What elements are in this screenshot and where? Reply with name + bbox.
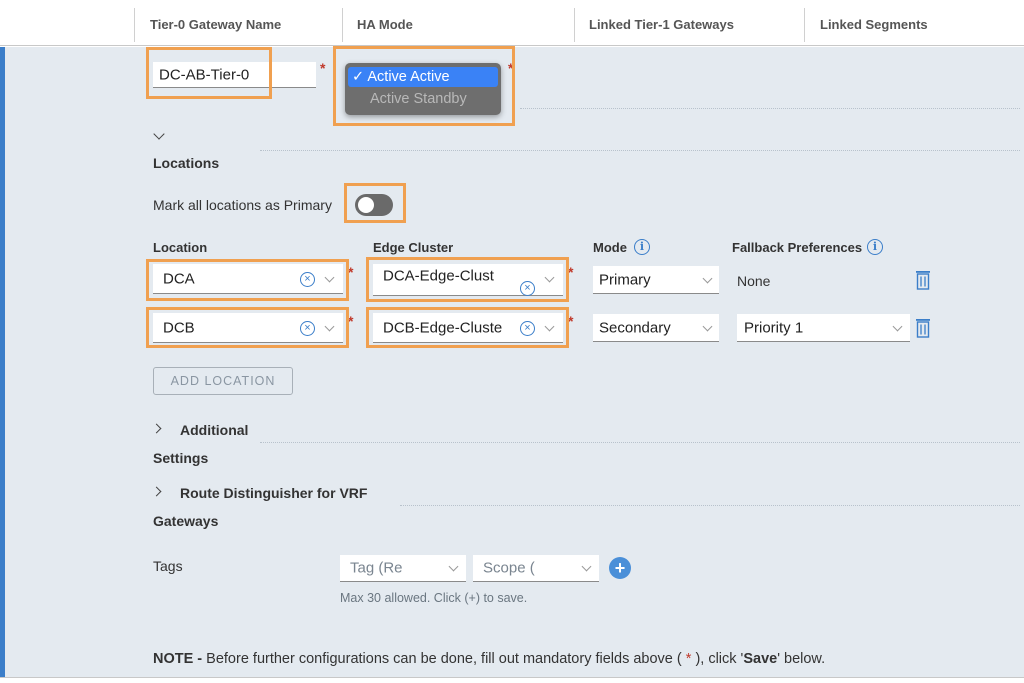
column-header-tier1[interactable]: Linked Tier-1 Gateways: [589, 17, 734, 32]
divider: [260, 150, 1020, 151]
location-value: DCB: [163, 319, 195, 336]
location-column-label: Location: [153, 240, 208, 255]
required-marker: *: [348, 264, 354, 280]
toggle-knob: [358, 197, 374, 213]
chevron-down-icon[interactable]: [448, 561, 459, 572]
column-header-segments[interactable]: Linked Segments: [820, 17, 928, 32]
check-icon: ✓: [352, 69, 368, 85]
highlight-box: [344, 183, 406, 223]
additional-settings-line2[interactable]: Settings: [153, 450, 209, 466]
add-location-button[interactable]: ADD LOCATION: [153, 367, 293, 395]
gateway-name-value: DC-AB-Tier-0: [159, 66, 250, 83]
fallback-select-dcb[interactable]: Priority 1: [737, 314, 910, 342]
route-distinguisher-line2[interactable]: Gateways: [153, 513, 219, 529]
tag-input[interactable]: Tag (Re: [340, 555, 466, 582]
additional-settings-line1[interactable]: Additional: [180, 422, 249, 438]
edge-cluster-select-dca[interactable]: DCA-Edge-Clust ×: [373, 264, 563, 296]
edge-cluster-value: DCA-Edge-Clust: [383, 267, 494, 285]
clear-icon[interactable]: ×: [300, 272, 315, 287]
tags-hint: Max 30 allowed. Click (+) to save.: [340, 591, 528, 605]
highlight-box: [366, 307, 569, 348]
divider: [520, 108, 1020, 109]
mode-column-label: Mode: [593, 240, 627, 255]
ha-mode-dropdown[interactable]: ✓ Active Active Active Standby: [345, 63, 501, 115]
highlight-box: [366, 257, 569, 302]
column-divider: [574, 8, 575, 42]
column-divider: [342, 8, 343, 42]
mandatory-note: NOTE - Before further configurations can…: [153, 651, 826, 667]
highlight-box: [146, 47, 272, 99]
location-value: DCA: [163, 270, 195, 287]
locations-title: Locations: [153, 155, 220, 171]
ha-option-active-standby[interactable]: Active Standby: [370, 91, 467, 107]
tag-placeholder: Tag (Re: [350, 559, 403, 577]
highlight-box: [146, 307, 349, 348]
scope-placeholder: Scope (: [483, 559, 535, 577]
fallback-value: Priority 1: [744, 319, 804, 336]
column-header-name[interactable]: Tier-0 Gateway Name: [150, 17, 282, 32]
edit-panel: [0, 47, 1024, 683]
mark-primary-label: Mark all locations as Primary: [153, 197, 332, 213]
clear-icon[interactable]: ×: [300, 321, 315, 336]
gateway-name-input[interactable]: DC-AB-Tier-0: [153, 62, 316, 88]
tags-label: Tags: [153, 558, 183, 574]
trash-icon[interactable]: [915, 270, 931, 290]
trash-icon[interactable]: [915, 318, 931, 338]
ha-option-active-active[interactable]: ✓ Active Active: [348, 67, 498, 87]
fallback-column-label: Fallback Preferences: [732, 240, 863, 255]
chevron-down-icon[interactable]: [581, 561, 592, 572]
info-icon[interactable]: i: [867, 239, 883, 255]
clear-icon[interactable]: ×: [520, 281, 535, 296]
scope-input[interactable]: Scope (: [473, 555, 599, 582]
required-marker: *: [568, 264, 574, 280]
column-header-ha-mode[interactable]: HA Mode: [357, 17, 413, 32]
required-marker: *: [348, 313, 354, 329]
mark-primary-toggle[interactable]: [355, 194, 393, 216]
divider: [260, 442, 1020, 443]
column-divider: [134, 8, 135, 42]
table-header: Tier-0 Gateway Name HA Mode Linked Tier-…: [0, 0, 1024, 46]
info-icon[interactable]: i: [634, 239, 650, 255]
chevron-down-icon[interactable]: [702, 273, 713, 284]
required-marker: *: [508, 60, 514, 76]
chevron-down-icon[interactable]: [702, 321, 713, 332]
route-distinguisher-line1[interactable]: Route Distinguisher for VRF: [180, 485, 368, 501]
mode-value: Primary: [599, 271, 651, 288]
location-select-dcb[interactable]: DCB ×: [153, 313, 343, 343]
location-select-dca[interactable]: DCA ×: [153, 264, 343, 294]
required-marker: *: [320, 60, 326, 76]
mode-select-dca[interactable]: Primary: [593, 266, 719, 294]
highlight-box: [146, 259, 349, 301]
mode-select-dcb[interactable]: Secondary: [593, 314, 719, 342]
plus-icon[interactable]: +: [609, 557, 631, 579]
column-divider: [804, 8, 805, 42]
row-accent-bar: [0, 47, 5, 677]
edge-cluster-value: DCB-Edge-Cluste: [383, 319, 503, 336]
edge-cluster-select-dcb[interactable]: DCB-Edge-Cluste ×: [373, 313, 563, 343]
clear-icon[interactable]: ×: [520, 321, 535, 336]
required-marker: *: [568, 313, 574, 329]
fallback-value: None: [737, 273, 771, 289]
edge-cluster-column-label: Edge Cluster: [373, 240, 454, 255]
mode-value: Secondary: [599, 319, 671, 336]
panel-bottom-border: [0, 677, 1024, 683]
divider: [400, 505, 1020, 506]
chevron-down-icon[interactable]: [892, 321, 903, 332]
highlight-box: [333, 46, 515, 126]
